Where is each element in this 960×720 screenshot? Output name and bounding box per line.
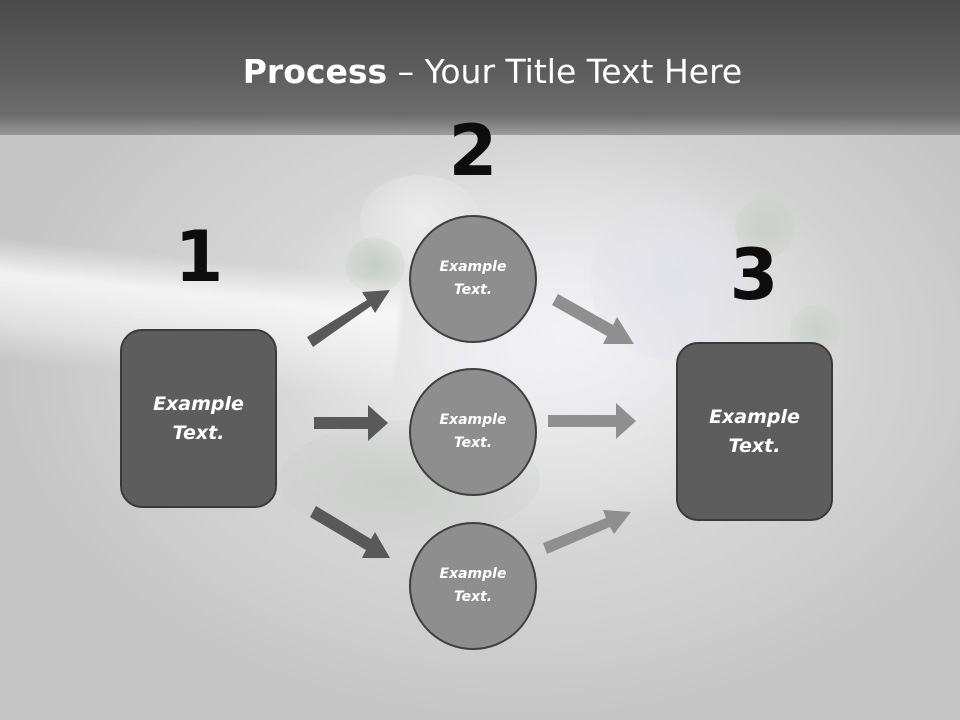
title-bold-part: Process	[242, 52, 388, 91]
arrow-1-to-circle-top	[307, 290, 390, 347]
step-1-label: Example Text.	[153, 392, 244, 444]
step-2-circle-middle: Example Text.	[409, 368, 537, 496]
circle-middle-label: Example Text.	[439, 412, 507, 451]
circle-top-label: Example Text.	[439, 259, 507, 298]
step-number-2: 2	[448, 110, 498, 192]
title-bar	[0, 0, 960, 135]
arrow-1-to-circle-bottom	[310, 506, 390, 558]
slide-title: Process – Your Title Text Here	[0, 52, 960, 91]
arrow-circle-middle-to-3	[548, 403, 636, 439]
step-1-box: Example Text.	[120, 329, 277, 508]
step-3-box: Example Text.	[676, 342, 833, 521]
arrow-circle-top-to-3	[552, 294, 634, 344]
title-rest-part: – Your Title Text Here	[387, 52, 743, 91]
arrow-1-to-circle-middle	[314, 405, 388, 441]
step-number-3: 3	[729, 234, 779, 316]
step-3-label: Example Text.	[709, 405, 800, 457]
step-2-circle-bottom: Example Text.	[409, 522, 537, 650]
circle-bottom-label: Example Text.	[439, 566, 507, 605]
arrow-circle-bottom-to-3	[543, 510, 631, 554]
step-number-1: 1	[174, 216, 224, 298]
step-2-circle-top: Example Text.	[409, 215, 537, 343]
